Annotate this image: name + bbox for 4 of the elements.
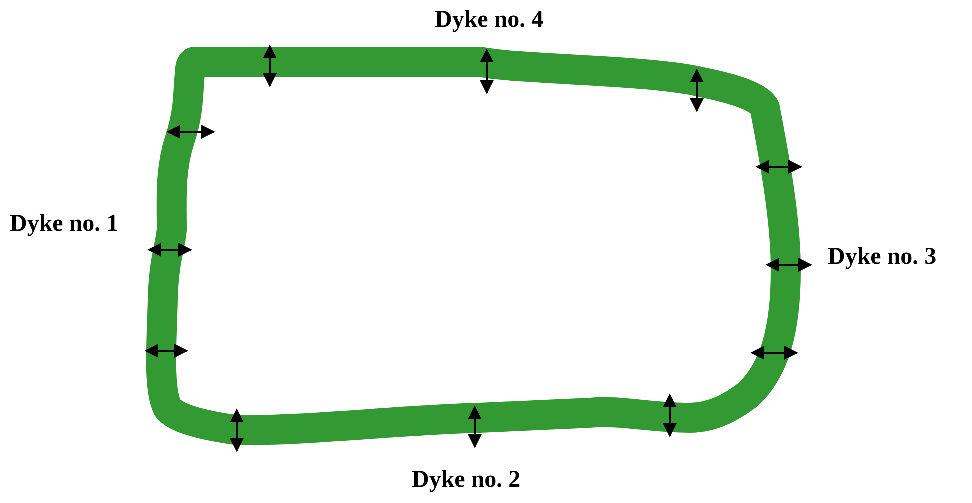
dyke-label: Dyke no. 1 bbox=[10, 212, 119, 236]
dyke-label: Dyke no. 4 bbox=[435, 8, 544, 32]
dyke-label: Dyke no. 2 bbox=[412, 468, 521, 492]
dyke-label: Dyke no. 3 bbox=[828, 245, 937, 269]
